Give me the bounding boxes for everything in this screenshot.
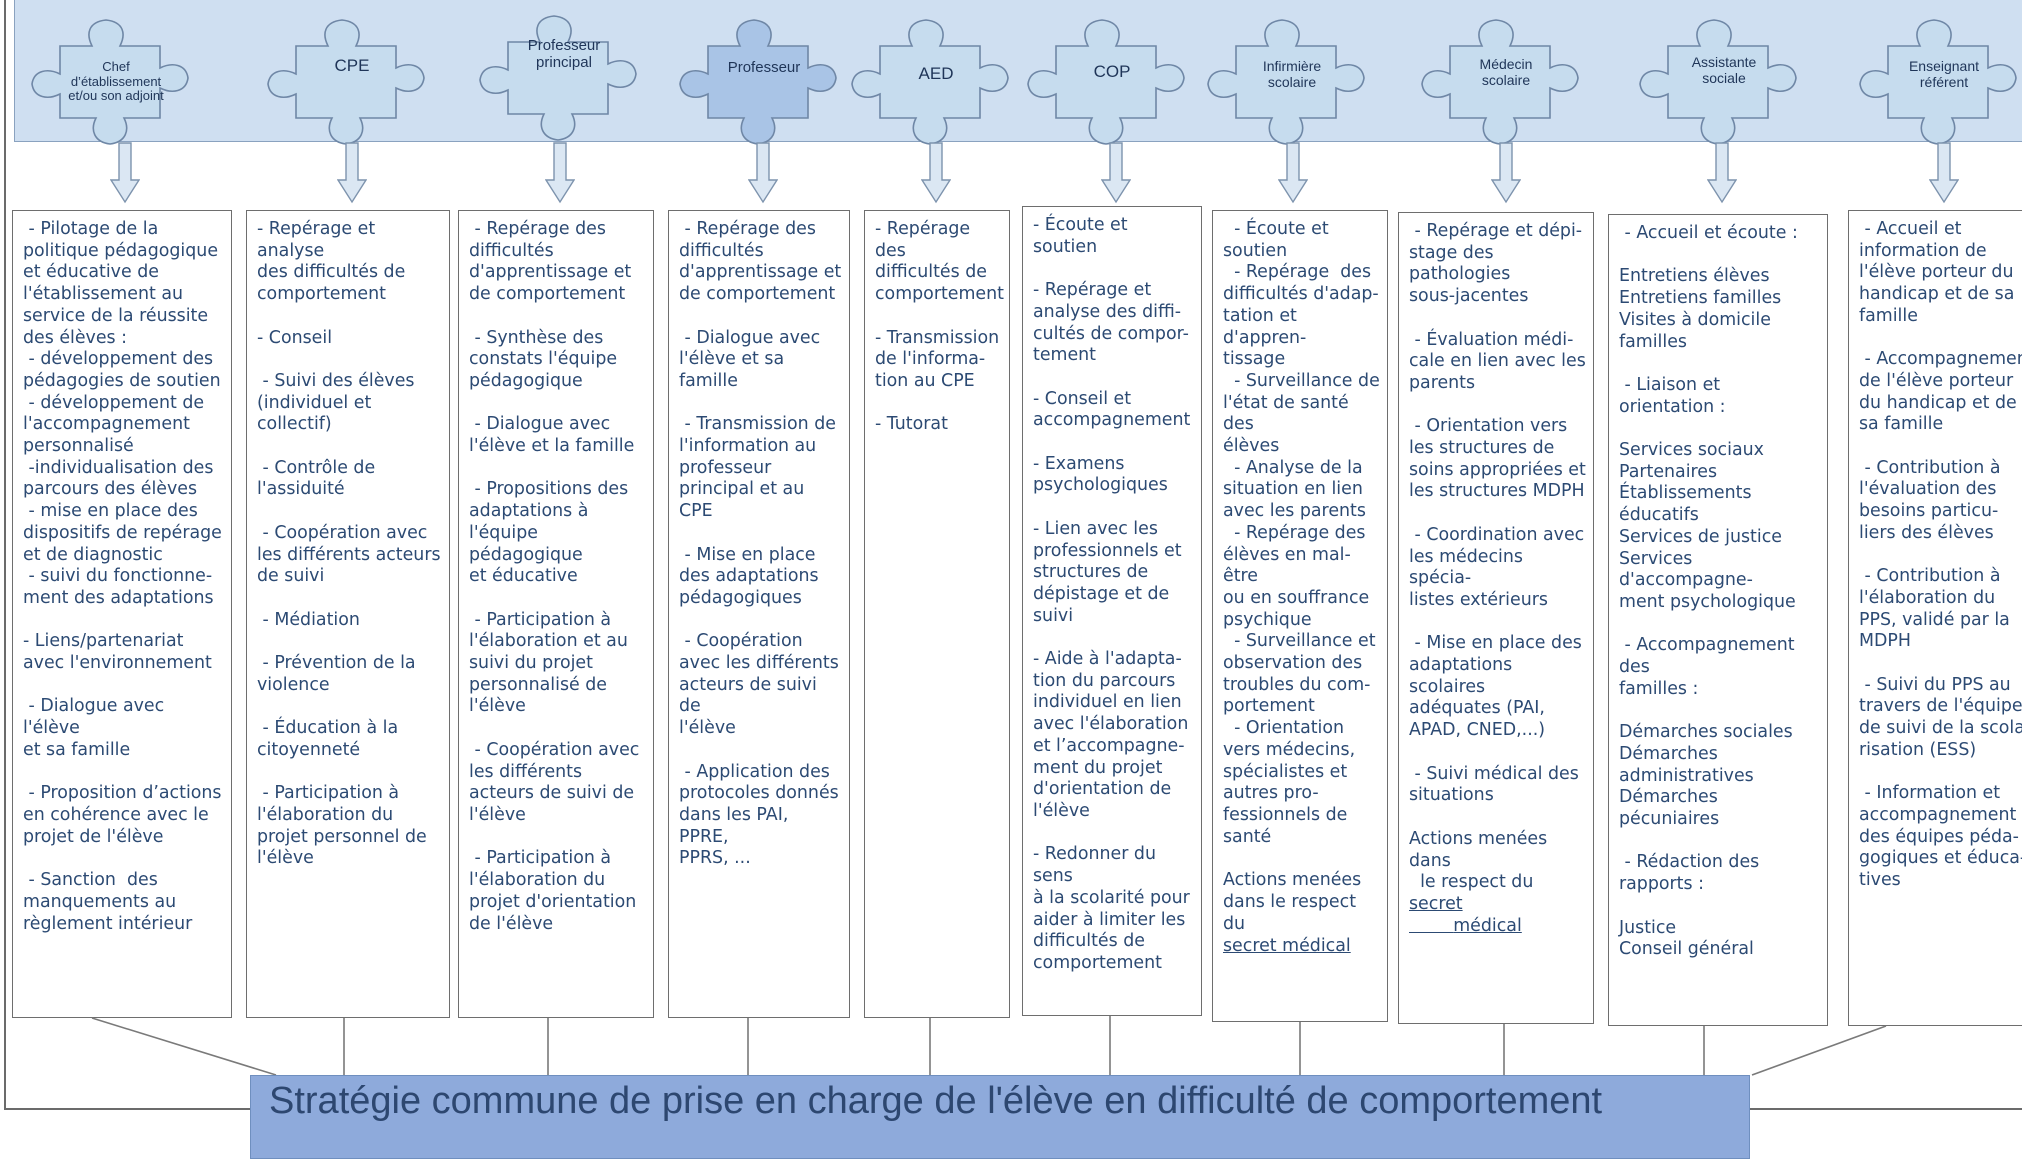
actor-piece-aed: AED	[848, 6, 1024, 148]
secret-medical-note: Actions menées dans le respect du secret…	[1409, 828, 1548, 936]
column-medecin: - Repérage et dépi- stage des pathologie…	[1398, 212, 1594, 1024]
secret-medical-link: secret médical	[1409, 894, 1522, 936]
column-text: - Écoute et soutien - Repérage et analys…	[1033, 215, 1191, 973]
actor-label: COP	[1093, 62, 1131, 82]
actor-label: Infirmière scolaire	[1262, 57, 1322, 90]
column-text: - Pilotage de la politique pédagogique e…	[23, 219, 222, 934]
actor-piece-enseignant-referent: Enseignant référent	[1856, 6, 2022, 148]
actor-piece-cpe: CPE	[264, 6, 440, 148]
column-cop: - Écoute et soutien - Repérage et analys…	[1022, 206, 1202, 1016]
secret-medical-link: secret médical	[1223, 935, 1351, 956]
actor-label: Professeur principal	[527, 36, 601, 71]
actor-label: AED	[918, 64, 954, 84]
column-enseignant-referent: - Accueil et information de l'élève port…	[1848, 210, 2022, 1026]
actor-piece-medecin: Médecin scolaire	[1418, 6, 1594, 148]
actor-label: Chef d’établissement et/ou son adjoint	[68, 58, 164, 104]
actor-piece-professeur-principal: Professeur principal	[476, 2, 652, 144]
column-professeur-principal: - Repérage des difficultés d'apprentissa…	[458, 210, 654, 1018]
secret-medical-note: Actions menées dans le respect du secret…	[1223, 870, 1362, 956]
column-chef: - Pilotage de la politique pédagogique e…	[12, 210, 232, 1018]
column-cpe: - Repérage et analyse des difficultés de…	[246, 210, 450, 1018]
column-text: - Écoute et soutien - Repérage des diffi…	[1223, 219, 1380, 847]
column-text: - Repérage des difficultés de comporteme…	[875, 219, 1004, 435]
actor-piece-infirmiere: Infirmière scolaire	[1204, 6, 1380, 148]
actor-label: Professeur	[727, 59, 801, 77]
actor-piece-professeur: Professeur	[676, 6, 852, 148]
column-professeur: - Repérage des difficultés d'apprentissa…	[668, 210, 850, 1018]
column-infirmiere: - Écoute et soutien - Repérage des diffi…	[1212, 210, 1388, 1022]
actor-label: Enseignant référent	[1908, 57, 1980, 90]
actor-piece-cop: COP	[1024, 6, 1200, 148]
column-text: - Accueil et écoute : Entretiens élèves …	[1619, 223, 1798, 960]
actor-label: Assistante sociale	[1691, 53, 1757, 86]
column-aed: - Repérage des difficultés de comporteme…	[864, 210, 1010, 1018]
column-text: - Repérage et analyse des difficultés de…	[257, 219, 441, 869]
column-text: - Repérage des difficultés d'apprentissa…	[679, 219, 842, 869]
actor-label: CPE	[334, 56, 370, 76]
column-text: - Repérage des difficultés d'apprentissa…	[469, 219, 640, 934]
column-text: - Repérage et dépi- stage des pathologie…	[1409, 221, 1586, 806]
actor-label: Médecin scolaire	[1479, 55, 1533, 88]
column-assistante-sociale: - Accueil et écoute : Entretiens élèves …	[1608, 214, 1828, 1026]
actor-piece-assistante-sociale: Assistante sociale	[1636, 6, 1812, 148]
common-strategy-banner: Stratégie commune de prise en charge de …	[250, 1075, 1750, 1159]
column-text: - Accueil et information de l'élève port…	[1859, 219, 2022, 891]
actor-piece-chef: Chef d’établissement et/ou son adjoint	[28, 6, 204, 148]
